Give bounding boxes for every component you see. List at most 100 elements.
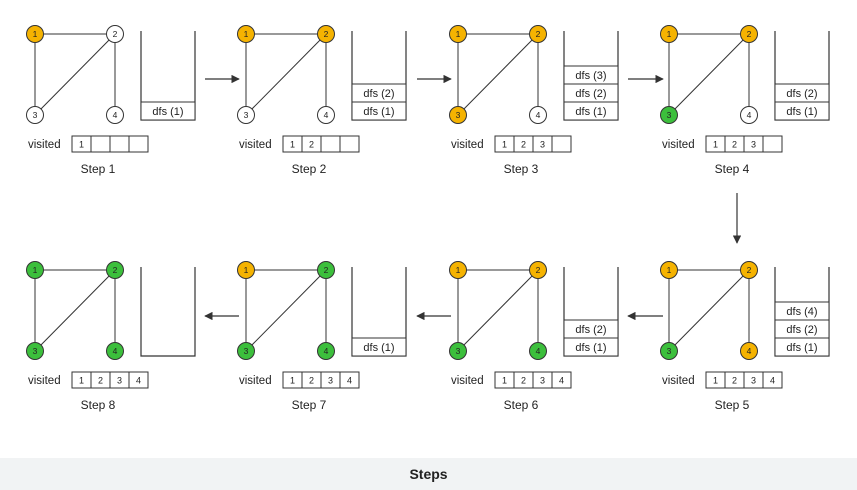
graph-node-2: 2 — [529, 25, 547, 43]
visited-cell: 1 — [71, 135, 92, 153]
graph-node-4: 4 — [529, 342, 547, 360]
graph-node-2: 2 — [317, 25, 335, 43]
visited-cell: 4 — [762, 371, 783, 389]
visited-cell: 3 — [743, 371, 764, 389]
graph-node-3: 3 — [26, 106, 44, 124]
svg-text:2: 2 — [732, 376, 737, 386]
visited-label: visited — [451, 139, 484, 151]
graph-node-1: 1 — [660, 261, 678, 279]
node-label-4: 4 — [113, 346, 118, 356]
node-label-1: 1 — [244, 265, 249, 275]
graph-node-3: 3 — [237, 106, 255, 124]
visited-cell: 1 — [71, 371, 92, 389]
svg-text:1: 1 — [502, 376, 507, 386]
figure-caption: Steps — [409, 466, 448, 482]
visited-cell: 3 — [532, 135, 553, 153]
svg-text:4: 4 — [136, 376, 141, 386]
svg-text:4: 4 — [559, 376, 564, 386]
graph-node-1: 1 — [660, 25, 678, 43]
svg-text:dfs (2): dfs (2) — [786, 324, 817, 336]
node-label-4: 4 — [747, 346, 752, 356]
stack-frame: dfs (2) — [351, 83, 407, 103]
graph-node-4: 4 — [106, 342, 124, 360]
visited-cell: 3 — [320, 371, 341, 389]
svg-text:4: 4 — [347, 376, 352, 386]
call-stack-container — [140, 267, 196, 357]
node-label-3: 3 — [456, 110, 461, 120]
stack-frame: dfs (1) — [563, 337, 619, 357]
svg-text:dfs (2): dfs (2) — [575, 324, 606, 336]
graph-node-1: 1 — [449, 25, 467, 43]
visited-cell: 4 — [339, 371, 360, 389]
step-label: Step 4 — [715, 162, 750, 176]
svg-text:dfs (1): dfs (1) — [363, 342, 394, 354]
node-label-3: 3 — [33, 346, 38, 356]
node-label-2: 2 — [747, 29, 752, 39]
visited-cell: 2 — [513, 371, 534, 389]
node-label-1: 1 — [456, 29, 461, 39]
graph-node-2: 2 — [740, 261, 758, 279]
node-label-1: 1 — [667, 265, 672, 275]
visited-cell — [90, 135, 111, 153]
stack-frame: dfs (1) — [351, 337, 407, 357]
svg-text:1: 1 — [290, 140, 295, 150]
visited-cell: 2 — [724, 371, 745, 389]
stack-frame: dfs (1) — [563, 101, 619, 121]
svg-text:1: 1 — [290, 376, 295, 386]
step-label: Step 6 — [504, 398, 539, 412]
graph-node-3: 3 — [449, 106, 467, 124]
svg-text:2: 2 — [309, 376, 314, 386]
node-label-3: 3 — [667, 110, 672, 120]
stack-frame: dfs (4) — [774, 301, 830, 321]
node-label-2: 2 — [747, 265, 752, 275]
svg-text:dfs (2): dfs (2) — [786, 88, 817, 100]
stack-frame: dfs (1) — [140, 101, 196, 121]
graph-node-2: 2 — [317, 261, 335, 279]
graph-node-3: 3 — [660, 106, 678, 124]
svg-text:3: 3 — [751, 140, 756, 150]
graph-node-4: 4 — [740, 106, 758, 124]
visited-cell: 1 — [282, 135, 303, 153]
visited-cell: 2 — [90, 371, 111, 389]
svg-text:1: 1 — [502, 140, 507, 150]
svg-text:dfs (1): dfs (1) — [152, 106, 183, 118]
svg-text:3: 3 — [751, 376, 756, 386]
graph-node-1: 1 — [449, 261, 467, 279]
svg-text:1: 1 — [79, 140, 84, 150]
svg-text:2: 2 — [732, 140, 737, 150]
visited-cell — [339, 135, 360, 153]
node-label-2: 2 — [536, 29, 541, 39]
step-label: Step 7 — [292, 398, 327, 412]
graph-node-3: 3 — [26, 342, 44, 360]
visited-cell: 1 — [494, 135, 515, 153]
visited-cell: 2 — [301, 135, 322, 153]
svg-text:2: 2 — [98, 376, 103, 386]
stack-frame: dfs (2) — [563, 83, 619, 103]
node-label-2: 2 — [324, 29, 329, 39]
graph-node-4: 4 — [529, 106, 547, 124]
stack-frame: dfs (2) — [774, 319, 830, 339]
visited-cell: 1 — [705, 135, 726, 153]
visited-label: visited — [28, 375, 61, 387]
visited-label: visited — [662, 375, 695, 387]
step-label: Step 5 — [715, 398, 750, 412]
svg-text:dfs (1): dfs (1) — [786, 106, 817, 118]
edge-2-3 — [245, 33, 327, 116]
graph-node-3: 3 — [660, 342, 678, 360]
node-label-3: 3 — [33, 110, 38, 120]
node-label-4: 4 — [324, 110, 329, 120]
node-label-4: 4 — [747, 110, 752, 120]
visited-cell: 2 — [513, 135, 534, 153]
visited-cell: 2 — [724, 135, 745, 153]
stack-frame: dfs (1) — [351, 101, 407, 121]
svg-text:dfs (3): dfs (3) — [575, 70, 606, 82]
node-label-4: 4 — [536, 110, 541, 120]
edge-2-3 — [668, 33, 750, 116]
node-label-1: 1 — [33, 265, 38, 275]
svg-text:2: 2 — [521, 376, 526, 386]
edge-2-3 — [245, 269, 327, 352]
graph-node-1: 1 — [237, 261, 255, 279]
